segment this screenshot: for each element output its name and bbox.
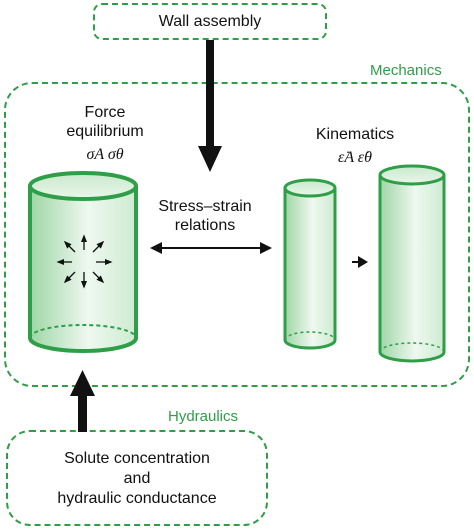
solute-line-1: Solute concentration xyxy=(64,450,210,467)
mechanics-box xyxy=(4,82,470,387)
stress-strain-line-1: Stress–strain xyxy=(158,198,252,215)
wall-assembly-box: Wall assembly xyxy=(93,3,327,40)
solute-line-2: and xyxy=(123,470,151,487)
stress-strain-arrow xyxy=(150,242,272,254)
kinematics-cylinder-expanded xyxy=(378,164,446,363)
wall-assembly-arrow xyxy=(198,40,222,172)
stress-symbols: σA σθ xyxy=(86,146,124,163)
mechanics-label: Mechanics xyxy=(370,62,442,79)
force-label-1: Force xyxy=(84,104,126,121)
wall-assembly-label: Wall assembly xyxy=(158,13,262,30)
force-label-2: equilibrium xyxy=(66,123,144,140)
force-cylinder xyxy=(28,171,138,353)
hydraulics-box: Solute concentration and hydraulic condu… xyxy=(6,430,268,526)
solute-line-3: hydraulic conductance xyxy=(57,490,217,507)
growth-arrow xyxy=(352,256,368,268)
stress-strain-line-2: relations xyxy=(174,217,236,234)
kinematics-cylinder-initial xyxy=(283,178,337,350)
kinematics-label: Kinematics xyxy=(315,126,395,143)
hydraulics-arrow xyxy=(70,370,95,432)
pressure-arrows xyxy=(56,234,113,289)
strain-symbols: ε̇A ε̇θ xyxy=(338,149,372,166)
hydraulics-label: Hydraulics xyxy=(168,408,239,425)
